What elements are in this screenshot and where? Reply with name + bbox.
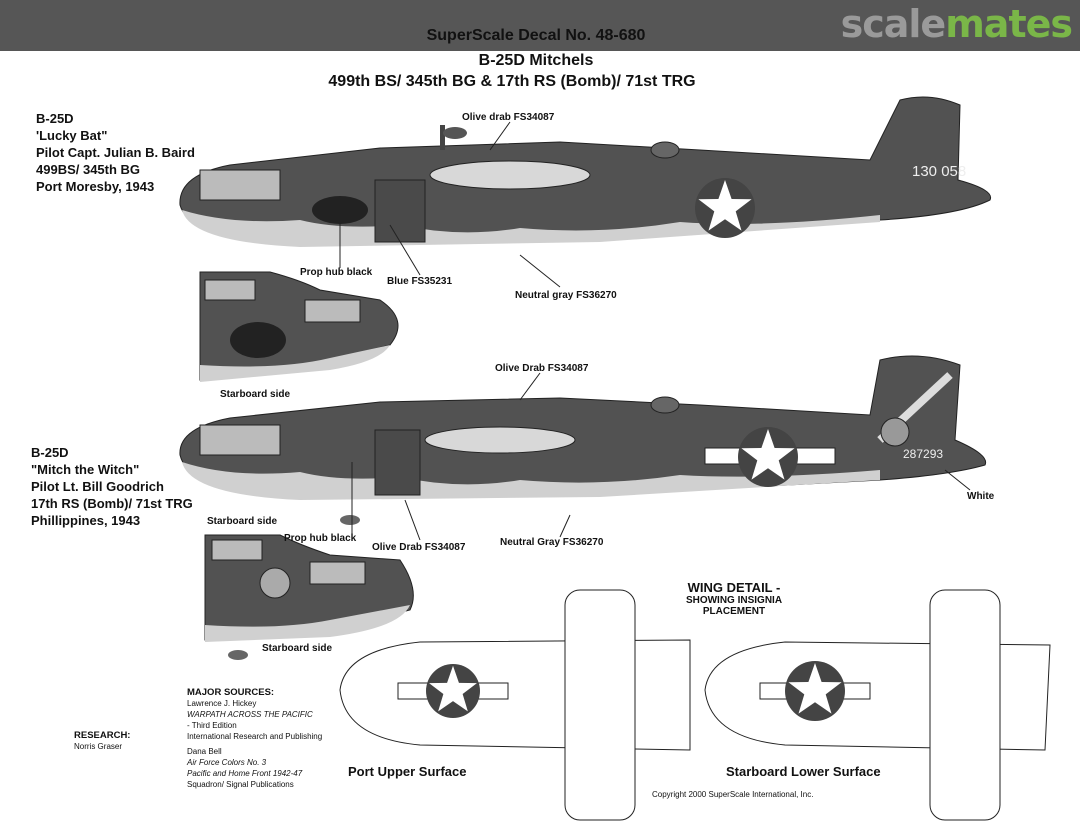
starboard-side-label-1: Starboard side	[220, 389, 291, 400]
aircraft-2-unit: 17th RS (Bomb)/ 71st TRG	[31, 496, 193, 511]
callout-olive-drab-1: Olive drab FS34087	[462, 112, 555, 123]
starboard-lower-surface-label: Starboard Lower Surface	[726, 764, 881, 779]
wing-detail-subtitle-1: SHOWING INSIGNIA	[685, 595, 783, 606]
aircraft-2-name: "Mitch the Witch"	[31, 462, 140, 477]
source-1-author: Lawrence J. Hickey	[187, 699, 257, 708]
aircraft-1-unit: 499BS/ 345th BG	[36, 162, 141, 177]
logo-text-2: mates	[945, 2, 1073, 46]
callout-neutral-gray-1: Neutral gray FS36270	[515, 290, 617, 301]
header-bar: SuperScale Decal No. 48-680 scalemates	[0, 0, 1080, 51]
scalemates-logo[interactable]: scalemates	[840, 2, 1073, 46]
aircraft-1-nose-detail	[199, 271, 399, 382]
source-2-publisher: Squadron/ Signal Publications	[187, 780, 294, 789]
major-sources: MAJOR SOURCES: Lawrence J. Hickey WARPAT…	[187, 687, 322, 790]
callout-prop-hub-1: Prop hub black	[300, 267, 373, 278]
callout-prop-hub-2: Prop hub black	[284, 533, 357, 544]
sheet-title: B-25D Mitchels	[478, 52, 594, 69]
callout-olive-drab-2: Olive Drab FS34087	[495, 363, 589, 374]
wing-detail-subtitle-2: PLACEMENT	[702, 606, 766, 617]
callout-neutral-gray-2: Neutral Gray FS36270	[500, 537, 604, 548]
aircraft-2-nose-detail	[204, 534, 414, 660]
aircraft-1-name: 'Lucky Bat"	[36, 128, 108, 143]
aircraft-2-pilot: Pilot Lt. Bill Goodrich	[31, 479, 164, 494]
aircraft-1-profile: 130 058	[179, 96, 992, 247]
aircraft-1-info: B-25D 'Lucky Bat" Pilot Capt. Julian B. …	[36, 110, 195, 195]
source-1-title: WARPATH ACROSS THE PACIFIC	[187, 710, 313, 719]
port-upper-surface-label: Port Upper Surface	[348, 764, 467, 779]
wing-detail-title: WING DETAIL -	[687, 580, 781, 595]
starboard-side-label-2b: Starboard side	[262, 643, 333, 654]
source-1-publisher: International Research and Publishing	[187, 732, 323, 741]
aircraft-1-pilot: Pilot Capt. Julian B. Baird	[36, 145, 195, 160]
callout-olive-drab-3: Olive Drab FS34087	[372, 542, 466, 553]
svg-text:287293: 287293	[903, 447, 943, 461]
sheet-subtitle: 499th BS/ 345th BG & 17th RS (Bomb)/ 71s…	[328, 73, 696, 90]
source-1-edition: - Third Edition	[187, 721, 237, 730]
callout-white: White	[967, 491, 995, 502]
aircraft-1-location: Port Moresby, 1943	[36, 179, 155, 194]
source-2-title-2: Pacific and Home Front 1942-47	[187, 769, 303, 778]
svg-text:130 058: 130 058	[912, 163, 966, 180]
aircraft-2-profile: 287293	[179, 355, 987, 525]
source-2-title-1: Air Force Colors No. 3	[187, 758, 267, 767]
aircraft-2-type: B-25D	[31, 445, 69, 460]
logo-text-1: scale	[840, 2, 947, 46]
callout-leaders	[339, 121, 971, 541]
decal-number: SuperScale Decal No. 48-680	[426, 27, 646, 44]
aircraft-2-info: B-25D "Mitch the Witch" Pilot Lt. Bill G…	[31, 444, 193, 529]
research: RESEARCH: Norris Graser	[74, 730, 130, 752]
callout-blue: Blue FS35231	[387, 276, 453, 287]
sources-title: MAJOR SOURCES:	[187, 687, 275, 698]
wing-port-upper	[339, 589, 691, 821]
copyright: Copyright 2000 SuperScale International,…	[652, 790, 814, 799]
research-name: Norris Graser	[74, 742, 123, 751]
starboard-side-label-2a: Starboard side	[207, 516, 278, 527]
source-2-author: Dana Bell	[187, 747, 222, 756]
aircraft-2-location: Phillippines, 1943	[31, 513, 141, 528]
aircraft-1-type: B-25D	[36, 111, 74, 126]
wing-detail-heading: WING DETAIL - SHOWING INSIGNIA PLACEMENT	[686, 580, 782, 617]
wing-starboard-lower	[704, 589, 1051, 821]
research-title: RESEARCH:	[74, 730, 131, 741]
